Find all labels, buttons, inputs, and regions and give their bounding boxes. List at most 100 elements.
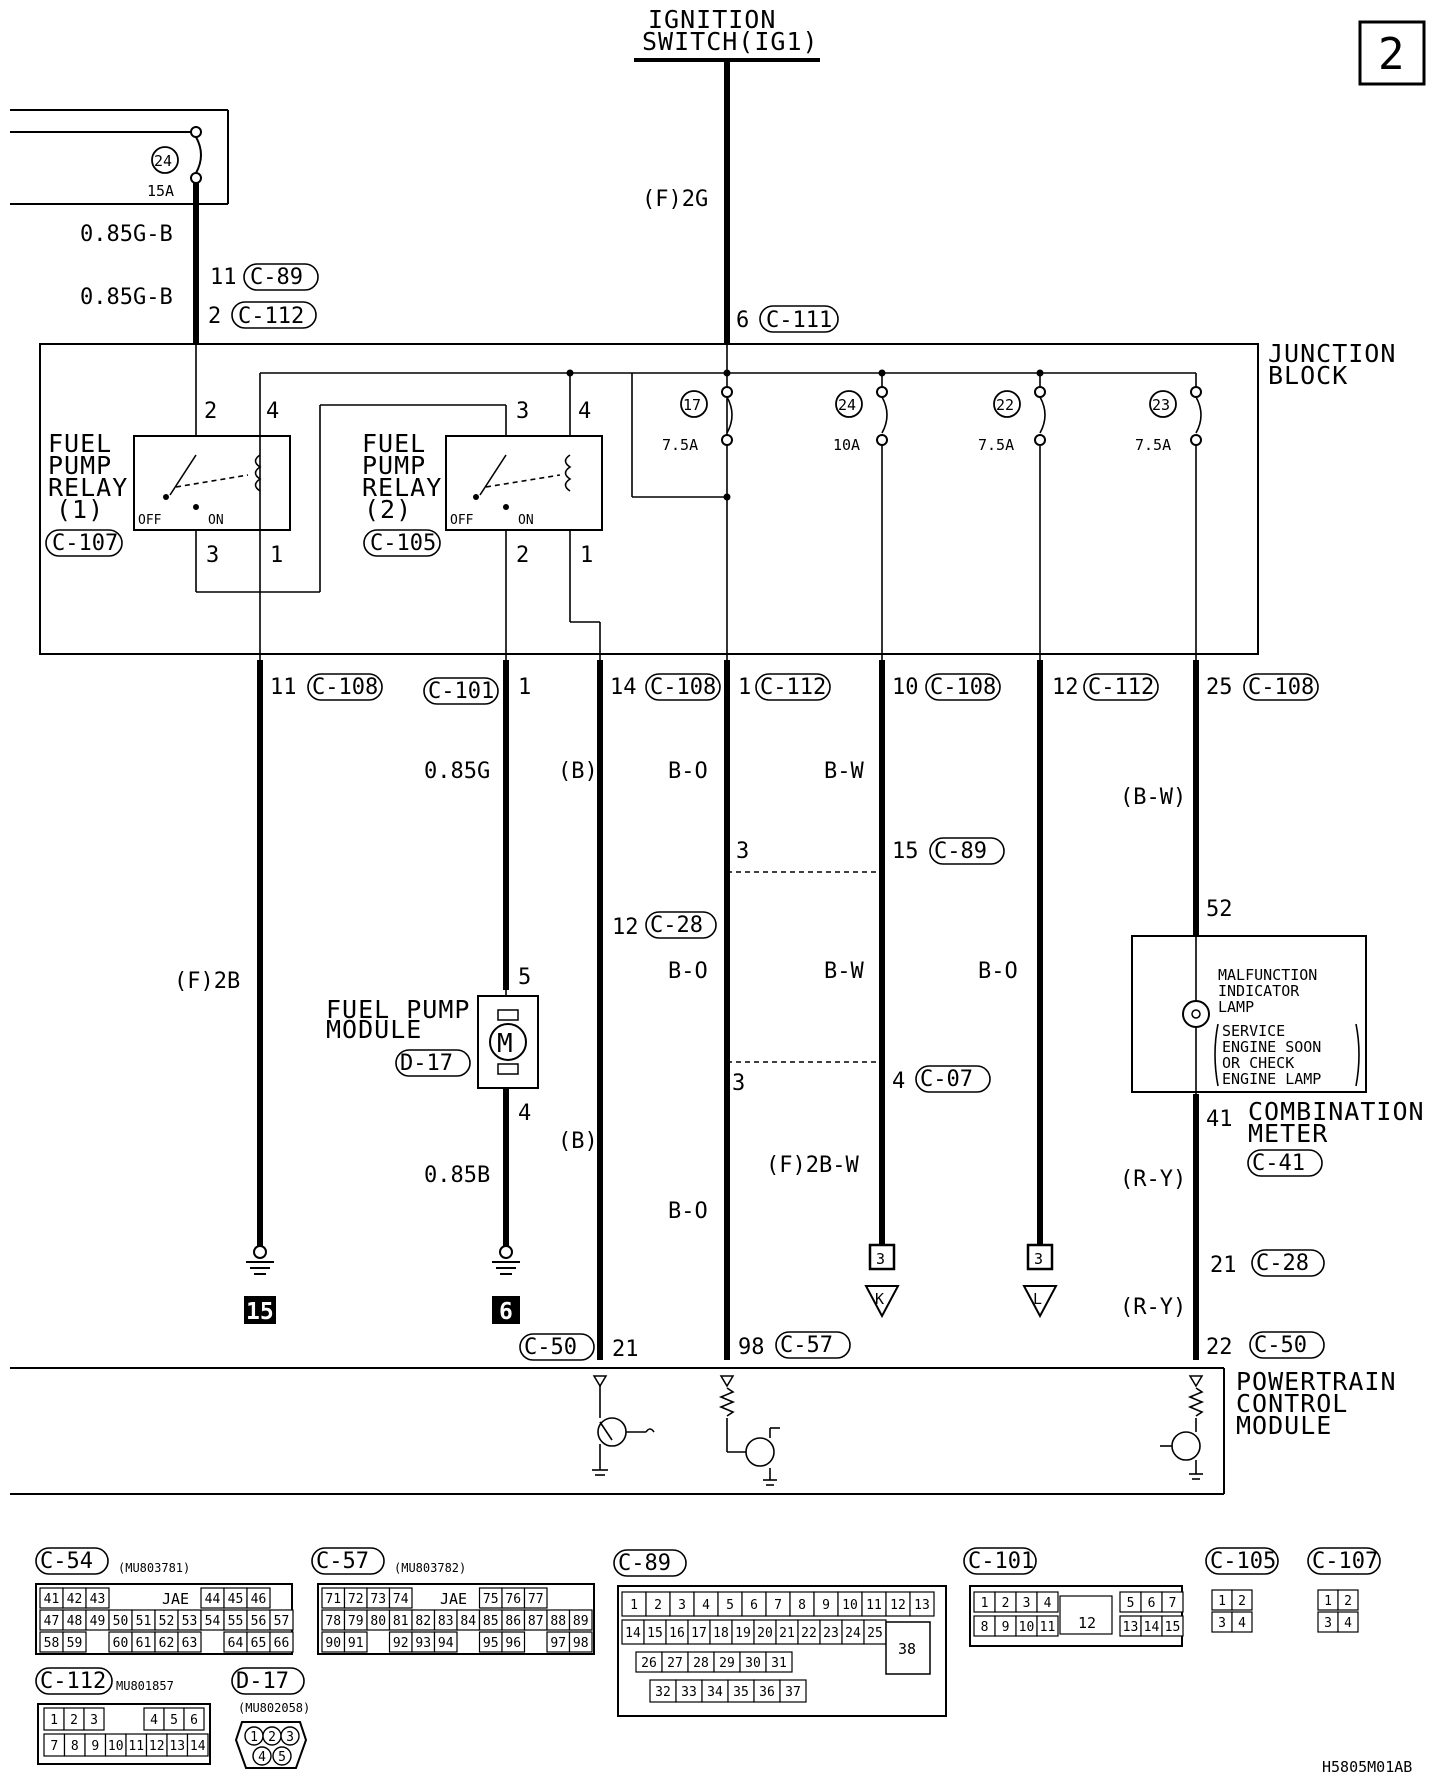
pin-label: 36 <box>759 1685 775 1700</box>
pcm-l1: POWERTRAIN <box>1236 1367 1397 1396</box>
meter-note2: ENGINE SOON <box>1222 1038 1321 1056</box>
ignition-pin: 6 <box>736 308 749 333</box>
meter-name1: COMBINATION <box>1248 1097 1425 1126</box>
relay-1: FUEL PUMP RELAY (1) C-107 OFF ON 2 4 3 1 <box>45 345 507 660</box>
fuse22-rating: 7.5A <box>978 436 1014 454</box>
w-ry2: (R-Y) <box>1120 1295 1186 1320</box>
pin-label: 51 <box>136 1614 152 1629</box>
ignition-switch: IGNITION SWITCH(IG1) (F)2G 6 C-111 <box>634 5 839 345</box>
tag-k: 3 K <box>864 1243 900 1319</box>
c07-left-pin: 3 <box>732 1071 745 1096</box>
top-fuse-pin1: 11 <box>210 265 237 290</box>
pin-label: 19 <box>735 1626 751 1641</box>
pin-cell <box>1161 1591 1184 1613</box>
pin-label: 6 <box>1148 1596 1156 1611</box>
pin-cell <box>269 1631 294 1653</box>
pin-cell <box>269 1609 294 1631</box>
pin-cell <box>693 1591 719 1617</box>
relay2-p1: 1 <box>580 543 593 568</box>
pin-label: 78 <box>325 1614 341 1629</box>
pin-label: 49 <box>90 1614 106 1629</box>
pin-label: 93 <box>415 1636 431 1651</box>
pin-label: 59 <box>67 1636 83 1651</box>
pin-label: 15 <box>647 1626 663 1641</box>
jb-line1: JUNCTION <box>1268 339 1396 368</box>
pin-label: 8 <box>71 1739 79 1754</box>
out7-pin: 25 <box>1206 675 1233 700</box>
c57-brand: JAE <box>440 1590 467 1608</box>
pin-label: 96 <box>505 1636 521 1651</box>
pin-label: 20 <box>757 1626 773 1641</box>
pin-label: 95 <box>483 1636 499 1651</box>
pcm-pin-b: 98 <box>738 1335 765 1360</box>
pin-label: 58 <box>44 1636 60 1651</box>
pin-label: 14 <box>625 1626 641 1641</box>
pin-label: 4 <box>258 1750 266 1765</box>
tag-k-letter: K <box>875 1290 884 1308</box>
pin-label: 4 <box>1344 1616 1352 1631</box>
pin-label: 9 <box>822 1598 830 1613</box>
pin-cell <box>183 1707 205 1731</box>
relay2-off: OFF <box>450 513 474 528</box>
pin-cell <box>1036 1615 1059 1637</box>
pin-label: 9 <box>1002 1620 1010 1635</box>
pin-label: 37 <box>785 1685 801 1700</box>
pin-label: 16 <box>669 1626 685 1641</box>
pin-label: 1 <box>981 1596 989 1611</box>
pin-label: 77 <box>528 1592 544 1607</box>
pin-cell <box>1337 1589 1359 1611</box>
w-bo1: B-O <box>668 759 708 784</box>
top-fuse-conn1: C-89 <box>250 265 303 290</box>
d17-part: (MU802058) <box>238 1701 310 1715</box>
fuse24b-num: 24 <box>838 396 856 414</box>
relay2-p4: 4 <box>578 399 591 424</box>
pin-label: 2 <box>268 1730 276 1745</box>
relay1-l4: (1) <box>56 495 104 524</box>
pin-label: 55 <box>228 1614 244 1629</box>
wire-labels: 0.85G (B) B-O B-W (B-W) (F)2B B-O B-W B-… <box>174 759 1186 1320</box>
out4-pin: 1 <box>738 675 751 700</box>
pin-label: 11 <box>128 1739 144 1754</box>
pin-label: 54 <box>205 1614 221 1629</box>
pcm-connectors: C-50 21 98 C-57 22 C-50 <box>519 1331 1325 1362</box>
tag-l-num: 3 <box>1034 1250 1043 1268</box>
pin-cell <box>568 1631 593 1653</box>
pin-cell <box>246 1587 271 1609</box>
pcm-conn-a: C-50 <box>524 1335 577 1360</box>
pin-label: 35 <box>733 1685 749 1700</box>
powertrain-control-module: POWERTRAIN CONTROL MODULE <box>10 1367 1397 1495</box>
pin-label: 2 <box>1344 1594 1352 1609</box>
pin-label: 87 <box>528 1614 544 1629</box>
c112-part: MU801857 <box>116 1679 174 1693</box>
c101-name: C-101 <box>968 1549 1034 1574</box>
fpm-l1: FUEL PUMP <box>326 995 470 1024</box>
c89-name: C-89 <box>618 1551 671 1576</box>
relay1-p4: 4 <box>266 399 279 424</box>
pin-cell <box>433 1631 458 1653</box>
pin-cell <box>1337 1611 1359 1633</box>
pin-label: 94 <box>438 1636 454 1651</box>
out6-conn: C-112 <box>1088 675 1154 700</box>
relay2-on: ON <box>518 513 534 528</box>
tag-l-letter: L <box>1033 1290 1042 1308</box>
pin-cell <box>765 1651 793 1673</box>
fpm-pin-bot: 4 <box>518 1101 531 1126</box>
pin-label: 65 <box>251 1636 267 1651</box>
c89-mid-connector: 3 15 C-89 <box>727 837 1005 873</box>
jb-outputs: 11 C-108 C-101 1 14 C-108 1 C-112 10 C-1… <box>270 673 1319 705</box>
c54-part: (MU803781) <box>118 1561 190 1575</box>
pcm-conn-b: C-57 <box>780 1333 833 1358</box>
pin-label: 41 <box>44 1592 60 1607</box>
pin-cell <box>837 1591 863 1617</box>
pin-label: 13 <box>914 1598 930 1613</box>
ignition-wire: (F)2G <box>642 187 708 212</box>
w-f2b: (F)2B <box>174 969 240 994</box>
fpm-pin-top: 5 <box>518 965 531 990</box>
pin-label: 71 <box>325 1592 341 1607</box>
